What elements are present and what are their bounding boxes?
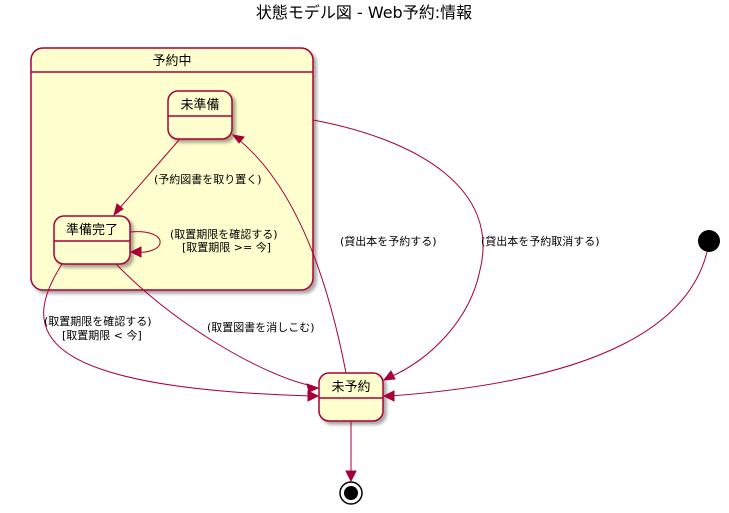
state-unreserved: 未予約 xyxy=(318,372,384,422)
state-ready: 準備完了 xyxy=(53,215,131,265)
transition-reserve: (貸出本を予約する) xyxy=(231,134,437,374)
final-state-inner xyxy=(344,486,358,500)
transition-cancel-hold-label: (取置図書を消しこむ) xyxy=(207,320,315,334)
final-state-marker xyxy=(339,481,363,505)
transition-final xyxy=(345,421,357,483)
transition-final-arrowhead xyxy=(345,470,357,483)
transition-self-check-label-2: [取置期限 >= 今] xyxy=(182,240,271,254)
transition-cancel-hold: (取置図書を消しこむ) xyxy=(115,263,320,393)
state-not-ready-box xyxy=(167,90,233,140)
transition-set-aside-label: (予約図書を取り置く) xyxy=(154,172,262,186)
transition-cancel-reserve-line xyxy=(312,119,484,379)
diagram-title: 状態モデル図 - Web予約:情報 xyxy=(256,3,472,22)
transition-cancel-hold-line xyxy=(115,263,314,387)
transition-reserve-line xyxy=(237,138,347,374)
state-ready-label: 準備完了 xyxy=(66,222,118,238)
composite-state-label: 予約中 xyxy=(152,54,191,69)
transition-expire-label-2: [取置期限 < 今] xyxy=(62,328,142,342)
transition-self-check: (取置期限を確認する) [取置期限 >= 今] xyxy=(129,227,278,258)
transition-expire: (取置期限を確認する) [取置期限 < 今] xyxy=(43,263,320,402)
transition-expire-label-1: (取置期限を確認する) xyxy=(44,314,152,328)
transition-set-aside: (予約図書を取り置く) xyxy=(113,139,262,217)
state-not-ready-label: 未準備 xyxy=(180,97,219,113)
transition-expire-line xyxy=(43,263,313,397)
transition-self-check-line xyxy=(129,231,161,253)
state-not-ready: 未準備 xyxy=(167,90,233,140)
transition-expire-arrowhead xyxy=(307,390,320,402)
transition-self-check-arrowhead xyxy=(129,246,142,258)
transition-cancel-hold-arrowhead xyxy=(306,383,320,393)
state-unreserved-label: 未予約 xyxy=(331,380,370,395)
transition-cancel-reserve: (貸出本を予約取消する) xyxy=(312,119,600,381)
transition-initial-arrowhead xyxy=(382,390,395,402)
transition-set-aside-line xyxy=(117,139,180,211)
transition-initial xyxy=(382,251,708,402)
transition-reserve-arrowhead xyxy=(231,134,245,144)
transition-cancel-reserve-label: (貸出本を予約取消する) xyxy=(481,234,600,248)
state-ready-box xyxy=(53,215,131,265)
transition-initial-line xyxy=(389,251,708,397)
initial-state-marker xyxy=(698,230,720,252)
transition-reserve-label: (貸出本を予約する) xyxy=(340,234,437,248)
transition-self-check-label-1: (取置期限を確認する) xyxy=(170,227,278,241)
transition-set-aside-arrowhead xyxy=(113,203,124,217)
transition-cancel-reserve-arrowhead xyxy=(382,370,396,381)
